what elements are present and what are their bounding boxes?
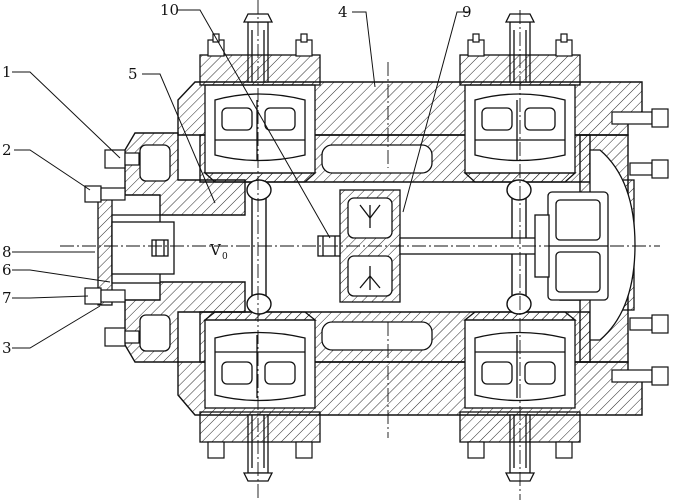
left-end-cover — [97, 144, 175, 352]
rod-left — [251, 181, 267, 313]
small-bolts — [207, 33, 573, 459]
lower-slot — [321, 321, 433, 351]
connecting-rods — [246, 179, 532, 315]
callout-5: 5 — [128, 65, 138, 83]
leader-lines — [12, 9, 470, 349]
callout-8: 8 — [2, 243, 12, 261]
velocity-subscript: 0 — [222, 252, 228, 262]
callout-7: 7 — [2, 289, 12, 307]
callout-1: 1 — [2, 63, 12, 81]
upper-slot — [321, 144, 433, 174]
callout-10: 10 — [160, 1, 179, 19]
callout-4: 4 — [338, 3, 348, 21]
velocity-label: V 0 — [209, 241, 228, 262]
callout-9: 9 — [462, 3, 472, 21]
valve-cage-top-left — [203, 84, 317, 183]
valve-cage-bottom-left — [203, 311, 317, 409]
velocity-symbol: V — [209, 241, 222, 259]
callout-6: 6 — [2, 261, 12, 279]
center-lines — [60, 0, 660, 500]
callout-labels: 1 2 3 4 5 6 7 8 9 10 — [2, 1, 472, 357]
left-small-nut — [151, 239, 169, 257]
right-horizontal-bolts — [611, 108, 669, 386]
callout-3: 3 — [2, 339, 12, 357]
flange-blocks — [199, 54, 581, 443]
left-horizontal-bolts — [84, 149, 140, 347]
callout-2: 2 — [2, 141, 12, 159]
